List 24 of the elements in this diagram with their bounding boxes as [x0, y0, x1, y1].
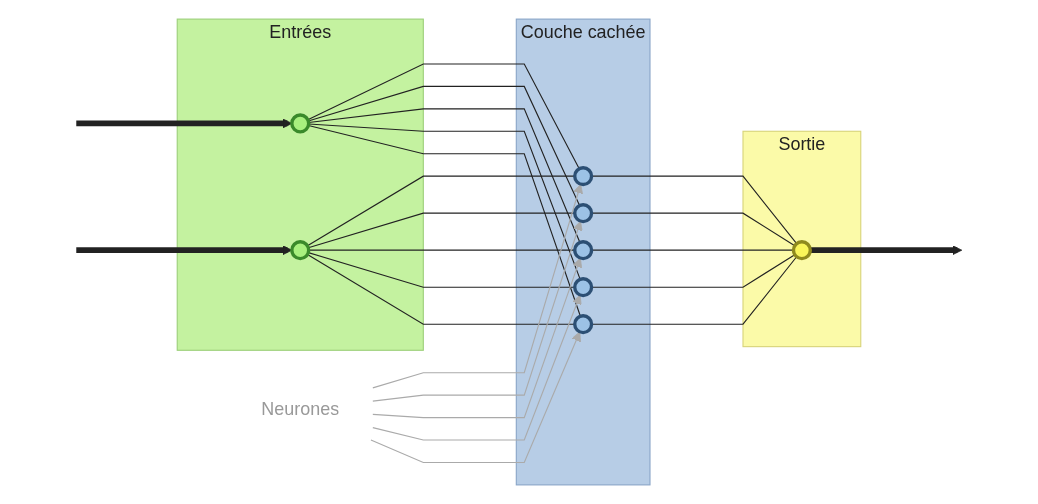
connector: [307, 124, 581, 317]
connector: [308, 123, 581, 280]
cluster: Sortie: [742, 130, 862, 348]
arrow: [372, 220, 583, 402]
arrow: [810, 245, 963, 256]
cluster: Entrées: [176, 18, 424, 351]
arrow: [372, 183, 583, 389]
node-circle: [290, 113, 311, 134]
connector: [306, 175, 576, 247]
arrow: [76, 118, 293, 129]
node-circle: [573, 314, 594, 335]
node-circle: [573, 277, 594, 298]
node-circle: [290, 240, 311, 261]
arrow: [370, 331, 581, 463]
node-circle: [573, 203, 594, 224]
arrow: [372, 294, 582, 441]
node-circle: [573, 166, 594, 187]
node-circle: [791, 240, 812, 261]
arrow: [372, 257, 583, 419]
node-circle: [573, 240, 594, 261]
node-text: Neurones: [261, 399, 340, 419]
cluster: Couche cachée: [515, 18, 651, 486]
connector: [306, 253, 576, 325]
arrow: [76, 245, 293, 256]
